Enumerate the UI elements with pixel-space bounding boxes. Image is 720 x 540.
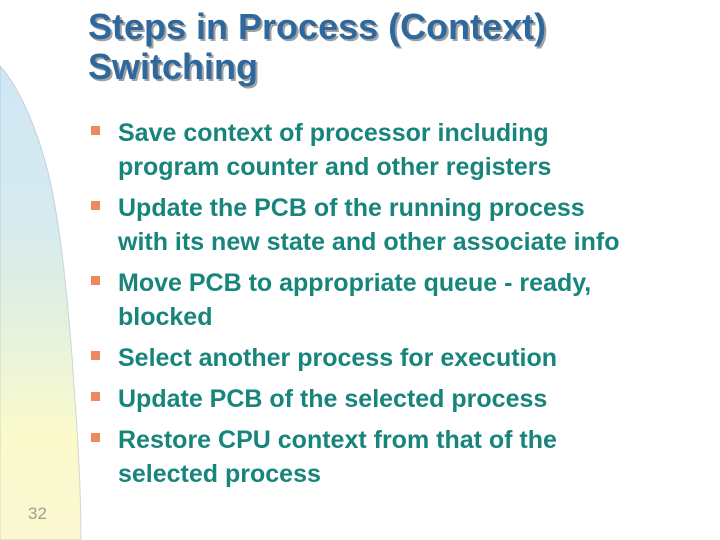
bullet-list: Save context of processor including prog… — [91, 116, 620, 498]
list-item: Move PCB to appropriate queue - ready, b… — [91, 266, 620, 334]
bullet-text-line: program counter and other registers — [118, 153, 552, 181]
bullet-text-line: Move PCB to appropriate queue - ready, — [118, 269, 592, 297]
square-bullet-icon — [91, 392, 100, 401]
list-item: Update the PCB of the running process wi… — [91, 191, 620, 259]
bullet-text: Update the PCB of the running process wi… — [118, 191, 620, 259]
bullet-text: Move PCB to appropriate queue - ready, b… — [118, 266, 591, 334]
square-bullet-icon — [91, 433, 100, 442]
list-item: Save context of processor including prog… — [91, 116, 620, 184]
bullet-text: Update PCB of the selected process — [118, 382, 547, 416]
bullet-text-line: Update PCB of the selected process — [118, 385, 548, 413]
square-bullet-icon — [91, 126, 100, 135]
list-item: Restore CPU context from that of the sel… — [91, 423, 620, 491]
bullet-text-line: Select another process for execution — [118, 344, 558, 372]
bullet-text: Save context of processor including prog… — [118, 116, 551, 184]
slide-title-line-1: Steps in Process (Context) — [88, 6, 547, 47]
side-gradient-band — [0, 65, 82, 540]
slide-title: Steps in Process (Context) Switching — [88, 7, 546, 87]
bullet-text-line: Update the PCB of the running process — [118, 194, 585, 222]
bullet-text: Select another process for execution — [118, 341, 557, 375]
band-curve-shape — [0, 65, 82, 540]
list-item: Select another process for execution — [91, 341, 620, 375]
bullet-text-line: selected process — [118, 460, 321, 488]
square-bullet-icon — [91, 276, 100, 285]
square-bullet-icon — [91, 201, 100, 210]
bullet-text: Restore CPU context from that of the sel… — [118, 423, 557, 491]
bullet-text-line: Restore CPU context from that of the — [118, 426, 557, 454]
slide-title-line-2: Switching — [88, 46, 258, 87]
page-number: 32 — [28, 504, 47, 523]
bullet-text-line: with its new state and other associate i… — [118, 228, 620, 256]
bullet-text-line: Save context of processor including — [118, 119, 549, 147]
list-item: Update PCB of the selected process — [91, 382, 620, 416]
bullet-text-line: blocked — [118, 303, 213, 331]
square-bullet-icon — [91, 351, 100, 360]
